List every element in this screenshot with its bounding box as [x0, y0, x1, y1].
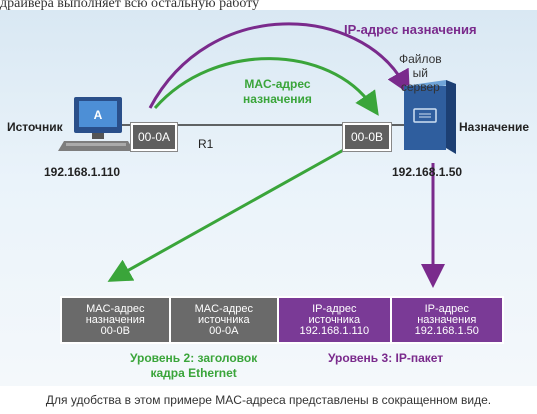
- file-server-line3: сервер: [400, 80, 440, 94]
- footnote: Для удобства в этом примере MAC-адреса п…: [0, 386, 537, 414]
- mac-destination-line2: назначения: [243, 92, 312, 106]
- network-diagram: A IP-адрес назначения MAC-адрес назначен…: [0, 10, 537, 386]
- source-port: 00-0A: [131, 123, 177, 151]
- cell-line: IP-адрес: [424, 302, 469, 315]
- cell-line: назначения: [85, 313, 145, 326]
- frame-cell-dst-mac: MAC-адрес назначения 00-0B: [62, 298, 171, 342]
- ip-destination-label: IP-адрес назначения: [344, 22, 477, 37]
- desktop-computer-icon: A: [58, 97, 134, 151]
- mac-to-frame-arrow: [107, 136, 366, 282]
- destination-label: Назначение: [459, 120, 530, 134]
- ip-destination-arrow: [148, 22, 410, 109]
- source-ip: 192.168.1.110: [44, 165, 121, 179]
- pc-letter: A: [94, 108, 103, 122]
- file-server-icon: [404, 80, 456, 154]
- mac-destination-label: MAC-адрес назначения: [243, 77, 312, 107]
- layer2-line1: Уровень 2: заголовок: [130, 351, 258, 365]
- mac-destination-arrow: [153, 57, 379, 116]
- cell-line: MAC-адрес: [194, 302, 253, 315]
- cell-value: 192.168.1.110: [299, 324, 370, 337]
- top-cut-text: драйвера выполняет всю остальную работу: [0, 0, 260, 11]
- layer3-label: Уровень 3: IP-пакет: [328, 351, 444, 365]
- cell-line: назначения: [417, 313, 477, 326]
- cell-line: IP-адрес: [312, 302, 357, 315]
- source-label: Источник: [7, 120, 63, 134]
- router-label: R1: [198, 137, 214, 151]
- destination-ip: 192.168.1.50: [392, 165, 463, 179]
- frame-cell-src-ip: IP-адрес источника 192.168.1.110: [279, 298, 392, 342]
- cell-line: источника: [198, 313, 250, 326]
- cell-line: MAC-адрес: [86, 302, 145, 315]
- file-server-label: Файлов ый сервер: [399, 52, 442, 94]
- destination-port: 00-0B: [343, 123, 391, 151]
- file-server-line2: ый: [412, 66, 428, 80]
- cell-value: 192.168.1.50: [414, 324, 479, 337]
- diagram-arrows: A: [58, 22, 456, 288]
- layer2-line2: кадра Ethernet: [150, 366, 237, 380]
- ethernet-frame: MAC-адрес назначения 00-0B MAC-адрес ист…: [60, 296, 504, 344]
- frame-cell-dst-ip: IP-адрес назначения 192.168.1.50: [391, 298, 502, 342]
- cell-value: 00-0B: [100, 324, 130, 337]
- cell-line: источника: [308, 313, 361, 326]
- file-server-line1: Файлов: [399, 52, 442, 66]
- mac-destination-line1: MAC-адрес: [244, 77, 311, 91]
- frame-cell-src-mac: MAC-адрес источника 00-0A: [170, 298, 280, 342]
- layer2-label: Уровень 2: заголовок кадра Ethernet: [130, 351, 257, 381]
- cell-value: 00-0A: [209, 324, 239, 337]
